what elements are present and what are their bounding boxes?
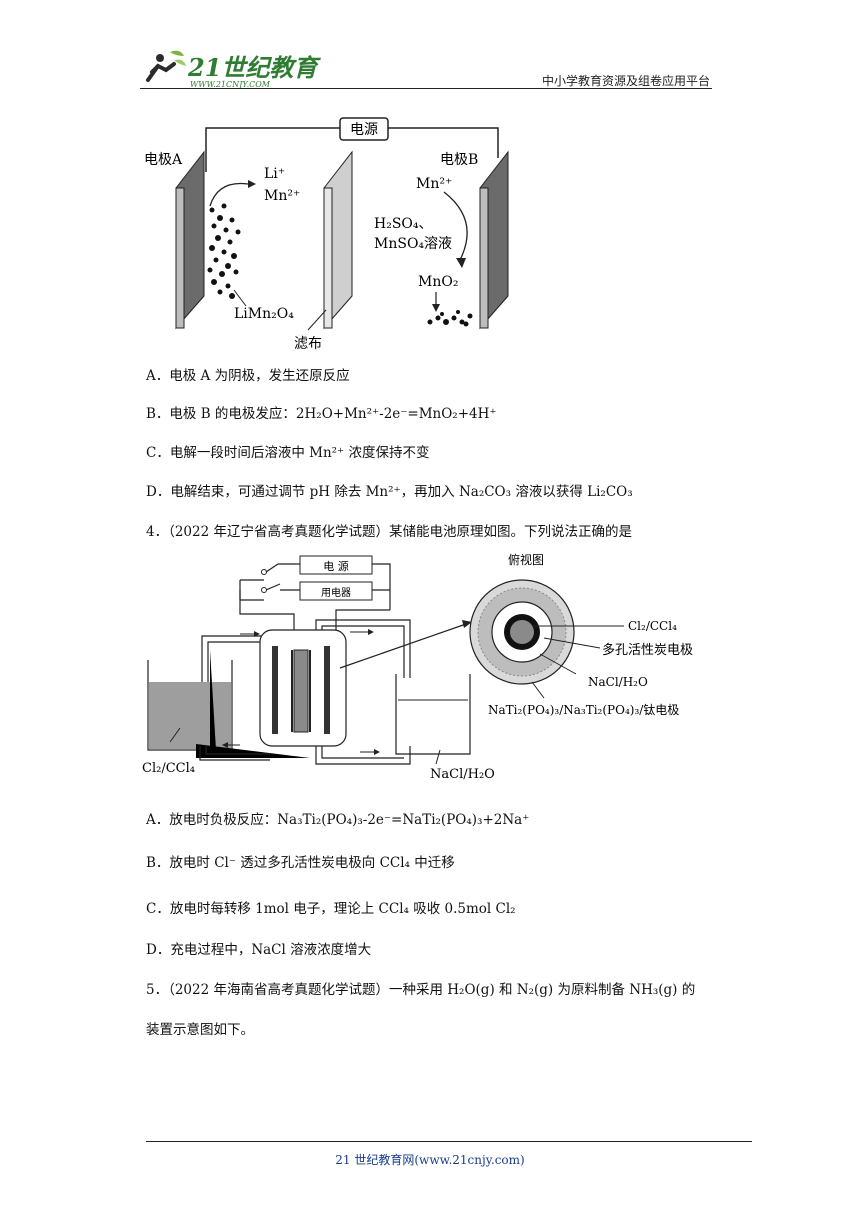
q4-option-d: D．充电过程中，NaCl 溶液浓度增大	[146, 942, 372, 958]
mno2-label: MnO₂	[418, 274, 458, 290]
nacl-h2o-beaker-label: NaCl/H₂O	[430, 767, 495, 782]
solution-label-2: MnSO₄溶液	[374, 236, 452, 252]
cl2-ccl4-left-label: Cl₂/CCl₄	[142, 761, 195, 776]
cl2-ccl4-right-label: Cl₂/CCl₄	[628, 619, 677, 633]
nacl-h2o-ring-label: NaCl/H₂O	[588, 675, 648, 689]
site-logo: 21世纪教育 WWW.21CNJY.COM	[140, 46, 330, 90]
storage-battery-diagram: 电 源 用电器 Cl₂/CCl₄	[140, 550, 730, 785]
q5-stem-line2: 装置示意图如下。	[146, 1022, 254, 1038]
porous-carbon-label: 多孔活性炭电极	[602, 642, 693, 658]
solution-label-1: H₂SO₄、	[374, 216, 433, 232]
electrode-a-label: 电极A	[144, 152, 183, 168]
power-box-label: 电 源	[323, 559, 349, 573]
electrode-b-label: 电极B	[440, 152, 478, 168]
q4-stem: 4．（2022 年辽宁省高考真题化学试题）某储能电池原理如图。下列说法正确的是	[146, 524, 632, 540]
q3-option-b: B．电极 B 的电极发应：2H₂O+Mn²⁺-2e⁻=MnO₂+4H⁺	[146, 406, 497, 422]
q3-option-c: C．电解一段时间后溶液中 Mn²⁺ 浓度保持不变	[146, 445, 430, 461]
filter-cloth-label: 滤布	[294, 336, 322, 352]
limn2o4-particles	[207, 203, 241, 299]
runner-icon	[146, 50, 186, 82]
power-source-label: 电源	[350, 122, 378, 138]
q3-option-a: A．电极 A 为阴极，发生还原反应	[146, 368, 350, 384]
q4-option-b: B．放电时 Cl⁻ 透过多孔活性炭电极向 CCl₄ 中迁移	[146, 855, 455, 871]
mn-ion-b-label: Mn²⁺	[416, 176, 452, 192]
ti-electrode-label: NaTi₂(PO₄)₃/Na₃Ti₂(PO₄)₃/钛电极	[488, 702, 679, 717]
electrolysis-diagram: 电源 电极A 滤布 电极B Li⁺ Mn²⁺ LiMn₂O₄ Mn	[140, 110, 560, 355]
footer-link[interactable]: 21 世纪教育网(www.21cnjy.com)	[335, 1153, 525, 1167]
mno2-particles	[427, 310, 473, 327]
footer-divider	[146, 1141, 752, 1142]
q5-stem-line1: 5．（2022 年海南省高考真题化学试题）一种采用 H₂O(g) 和 N₂(g)…	[146, 982, 696, 998]
appliance-box-label: 用电器	[321, 586, 351, 599]
limn2o4-label: LiMn₂O₄	[234, 306, 294, 322]
header-divider	[140, 88, 712, 89]
li-ion-label: Li⁺	[264, 166, 285, 182]
q4-option-c: C．放电时每转移 1mol 电子，理论上 CCl₄ 吸收 0.5mol Cl₂	[146, 901, 516, 917]
q4-option-a: A．放电时负极反应：Na₃Ti₂(PO₄)₃-2e⁻=NaTi₂(PO₄)₃+2…	[146, 812, 530, 828]
logo-text: 21世纪教育	[187, 53, 321, 82]
top-view-label: 俯视图	[508, 552, 544, 567]
platform-name: 中小学教育资源及组卷应用平台	[541, 74, 710, 88]
q3-option-d: D．电解结束，可通过调节 pH 除去 Mn²⁺，再加入 Na₂CO₃ 溶液以获得…	[146, 484, 633, 500]
logo-url: WWW.21CNJY.COM	[190, 80, 271, 89]
mn-ion-a-label: Mn²⁺	[264, 188, 300, 204]
